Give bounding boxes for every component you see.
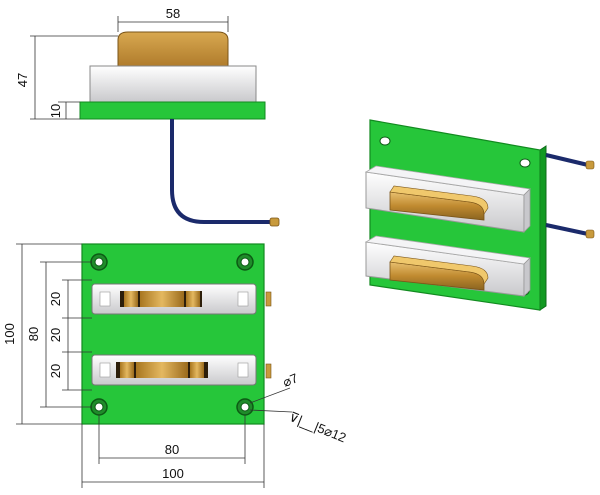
iso-wire-1: [545, 153, 589, 167]
front-view: 100 80 20 20 20 80 100 ⌀7 ⊽|__|5⌀12: [2, 243, 348, 488]
dim-width-80: 80: [165, 442, 179, 457]
iso-board-edge: [539, 145, 547, 311]
dim-height-47: 47: [15, 73, 30, 87]
iso-wire-tip-1: [585, 160, 595, 170]
dim-width-100: 100: [162, 466, 184, 481]
heater-element-2: [91, 354, 257, 386]
isometric-view: [364, 119, 595, 311]
callout-hole-diameter: ⌀7: [281, 370, 301, 390]
side-lead-wire: [170, 119, 272, 224]
callout-counterbore: ⊽|__|5⌀12: [287, 409, 348, 445]
dim-height-80: 80: [26, 327, 41, 341]
iso-wire-2: [545, 223, 589, 236]
side-green-base: [79, 101, 266, 120]
dim-gap-top-20: 20: [48, 292, 63, 306]
iso-wire-tip-2: [585, 229, 595, 239]
dim-gap-mid-20: 20: [48, 328, 63, 342]
iso-heater-element-1: [364, 165, 531, 233]
front-green-board: [81, 243, 265, 425]
side-gold-pad: [117, 31, 229, 67]
terminal-pin-2: [265, 363, 272, 379]
dim-gap-bottom-20: 20: [48, 364, 63, 378]
dim-base-10: 10: [48, 104, 63, 118]
dim-width-58: 58: [166, 6, 180, 21]
side-wire-tip: [269, 217, 280, 227]
terminal-pin-1: [265, 291, 272, 307]
iso-heater-element-2: [364, 235, 531, 297]
dim-height-100: 100: [2, 323, 17, 345]
heater-element-1: [91, 283, 257, 315]
side-view: 58 47 10: [15, 6, 280, 227]
side-ceramic-body: [89, 65, 257, 103]
